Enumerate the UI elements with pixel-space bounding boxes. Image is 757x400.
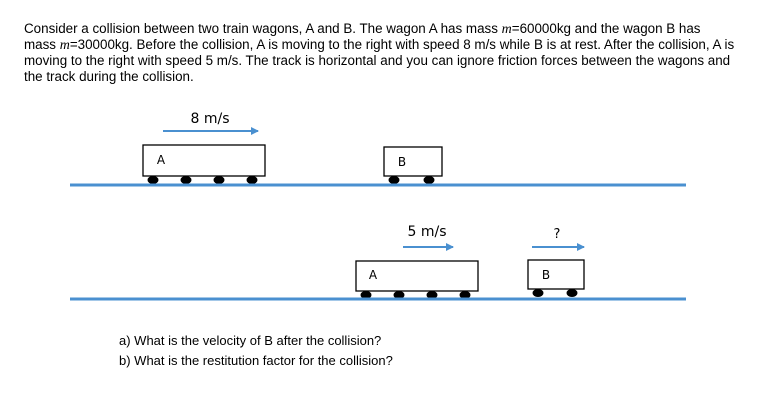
before-wagon-a-wheel [213,176,225,184]
question-b: b) What is the restitution factor for th… [119,353,393,368]
before-wagon-b: B [383,146,443,184]
after-wagon-b-wheel [532,289,544,297]
before-wagon-a: A [142,144,266,184]
before-wagon-b-wheel [388,176,400,184]
before-speed-label: 8 m/s [190,111,229,127]
problem-text-2: =60000kg and the wagon B has mass [24,21,701,53]
after-wagon-a-body [355,260,479,292]
problem-statement: Consider a collision between two train w… [24,21,736,84]
after-speed-b-label: ? [554,227,561,242]
mass-a-symbol: m [501,22,512,37]
after-wagon-a: A [355,260,479,299]
problem-text-3: =30000kg. Before the collision, A is mov… [24,37,735,84]
before-wagon-a-wheel [147,176,159,184]
before-wagon-b-wheel [423,176,435,184]
before-wagon-a-body [142,144,266,177]
after-wagon-a-label: A [369,268,378,282]
after-wagon-a-wheel [360,291,372,299]
after-wagon-a-wheel [426,291,438,299]
before-wagon-a-label: A [157,153,166,167]
before-wagon-a-wheel [246,176,258,184]
questions: a) What is the velocity of B after the c… [119,331,393,371]
mass-b-symbol: m [59,38,70,54]
after-wagon-b: B [527,259,585,297]
after-wagon-b-wheel [566,289,578,297]
question-a: a) What is the velocity of B after the c… [119,333,382,348]
before-wagon-b-label: B [398,155,406,169]
after-wagon-a-wheel [459,291,471,299]
after-scene: 5 m/s ? A B [70,224,686,301]
before-wagon-a-wheel [180,176,192,184]
before-scene: 8 m/s A B [70,111,686,187]
before-wagon-b-body [383,146,443,177]
after-wagon-a-wheel [393,291,405,299]
after-speed-a-label: 5 m/s [407,224,446,240]
after-wagon-b-label: B [542,268,550,282]
after-wagon-b-body [527,259,585,290]
problem-text-1: Consider a collision between two train w… [24,21,502,36]
